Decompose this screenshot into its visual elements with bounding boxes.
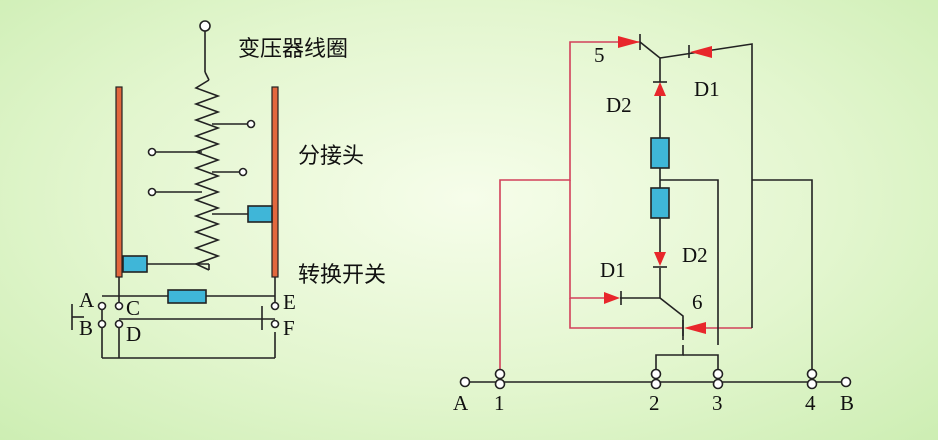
terminal-2-top xyxy=(650,368,662,380)
diode-d2-bottom-arrow xyxy=(654,252,666,266)
right-contact-resistor xyxy=(247,205,273,223)
left-diagram: 变压器线圈 分接头 转换开关 A B C D E F xyxy=(71,20,386,359)
terminal-f xyxy=(270,319,280,329)
red-wire-bottom-left xyxy=(569,298,683,329)
label-d2-bottom: D2 xyxy=(682,243,708,267)
resistor-upper xyxy=(650,137,670,169)
terminal-3-top xyxy=(712,368,724,380)
label-4: 4 xyxy=(805,391,816,415)
right-diagram: 5 D1 D2 D2 D1 6 A 1 2 3 4 B xyxy=(453,34,854,415)
transformer-coil xyxy=(193,79,221,271)
label-changeover-switch: 转换开关 xyxy=(298,263,386,288)
label-d2-top: D2 xyxy=(606,93,632,117)
terminal-a xyxy=(97,301,107,311)
label-5: 5 xyxy=(594,43,605,67)
label-d1-top: D1 xyxy=(694,77,720,101)
terminal-1-bottom xyxy=(494,378,506,390)
label-terminal-f: F xyxy=(283,316,295,340)
terminal-b xyxy=(97,319,107,329)
thyristor6-arrow xyxy=(684,322,706,334)
terminal-d xyxy=(114,319,124,329)
label-terminal-e: E xyxy=(283,290,296,314)
terminal-b-right xyxy=(840,376,852,388)
label-d1-bottom: D1 xyxy=(600,258,626,282)
diode-d1-top-arrow xyxy=(690,46,712,58)
terminal-3-bottom xyxy=(712,378,724,390)
terminal-4-top xyxy=(806,368,818,380)
label-a-bottom: A xyxy=(453,391,469,415)
terminal-a-right xyxy=(459,376,471,388)
terminal-2-bottom xyxy=(650,378,662,390)
terminal-4-bottom xyxy=(806,378,818,390)
label-taps: 分接头 xyxy=(298,144,364,169)
wire-center-right xyxy=(660,179,719,345)
diode-d1-bottom-arrow xyxy=(604,292,620,304)
left-contact-bar xyxy=(115,86,123,278)
label-3: 3 xyxy=(712,391,723,415)
wire-to-terminal-2 xyxy=(655,345,684,378)
transition-resistor xyxy=(167,289,207,304)
tap-leads xyxy=(147,119,256,215)
label-terminal-a: A xyxy=(79,288,95,312)
coil-top-terminal xyxy=(199,20,211,32)
label-transformer-coil: 变压器线圈 xyxy=(238,37,348,62)
diode-d2-top-arrow xyxy=(654,82,666,96)
left-contact-resistor xyxy=(122,255,148,273)
thyristor5-lead xyxy=(639,41,661,82)
label-1: 1 xyxy=(494,391,505,415)
terminal-e xyxy=(270,301,280,311)
right-contact-bar xyxy=(271,86,279,278)
terminal-1-top xyxy=(494,368,506,380)
label-b-bottom: B xyxy=(840,391,854,415)
resistor-lower xyxy=(650,187,670,219)
thyristor5-arrow xyxy=(618,36,640,48)
terminal-c xyxy=(114,301,124,311)
coil-top-lead-bend xyxy=(204,71,210,81)
thyristor6-lead xyxy=(659,297,684,340)
label-terminal-d: D xyxy=(126,322,141,346)
wire-right-down xyxy=(752,179,813,380)
label-6: 6 xyxy=(692,290,703,314)
label-2: 2 xyxy=(649,391,660,415)
label-terminal-c: C xyxy=(126,296,140,320)
label-terminal-b: B xyxy=(79,316,93,340)
wire-d1-top-right xyxy=(659,43,753,328)
